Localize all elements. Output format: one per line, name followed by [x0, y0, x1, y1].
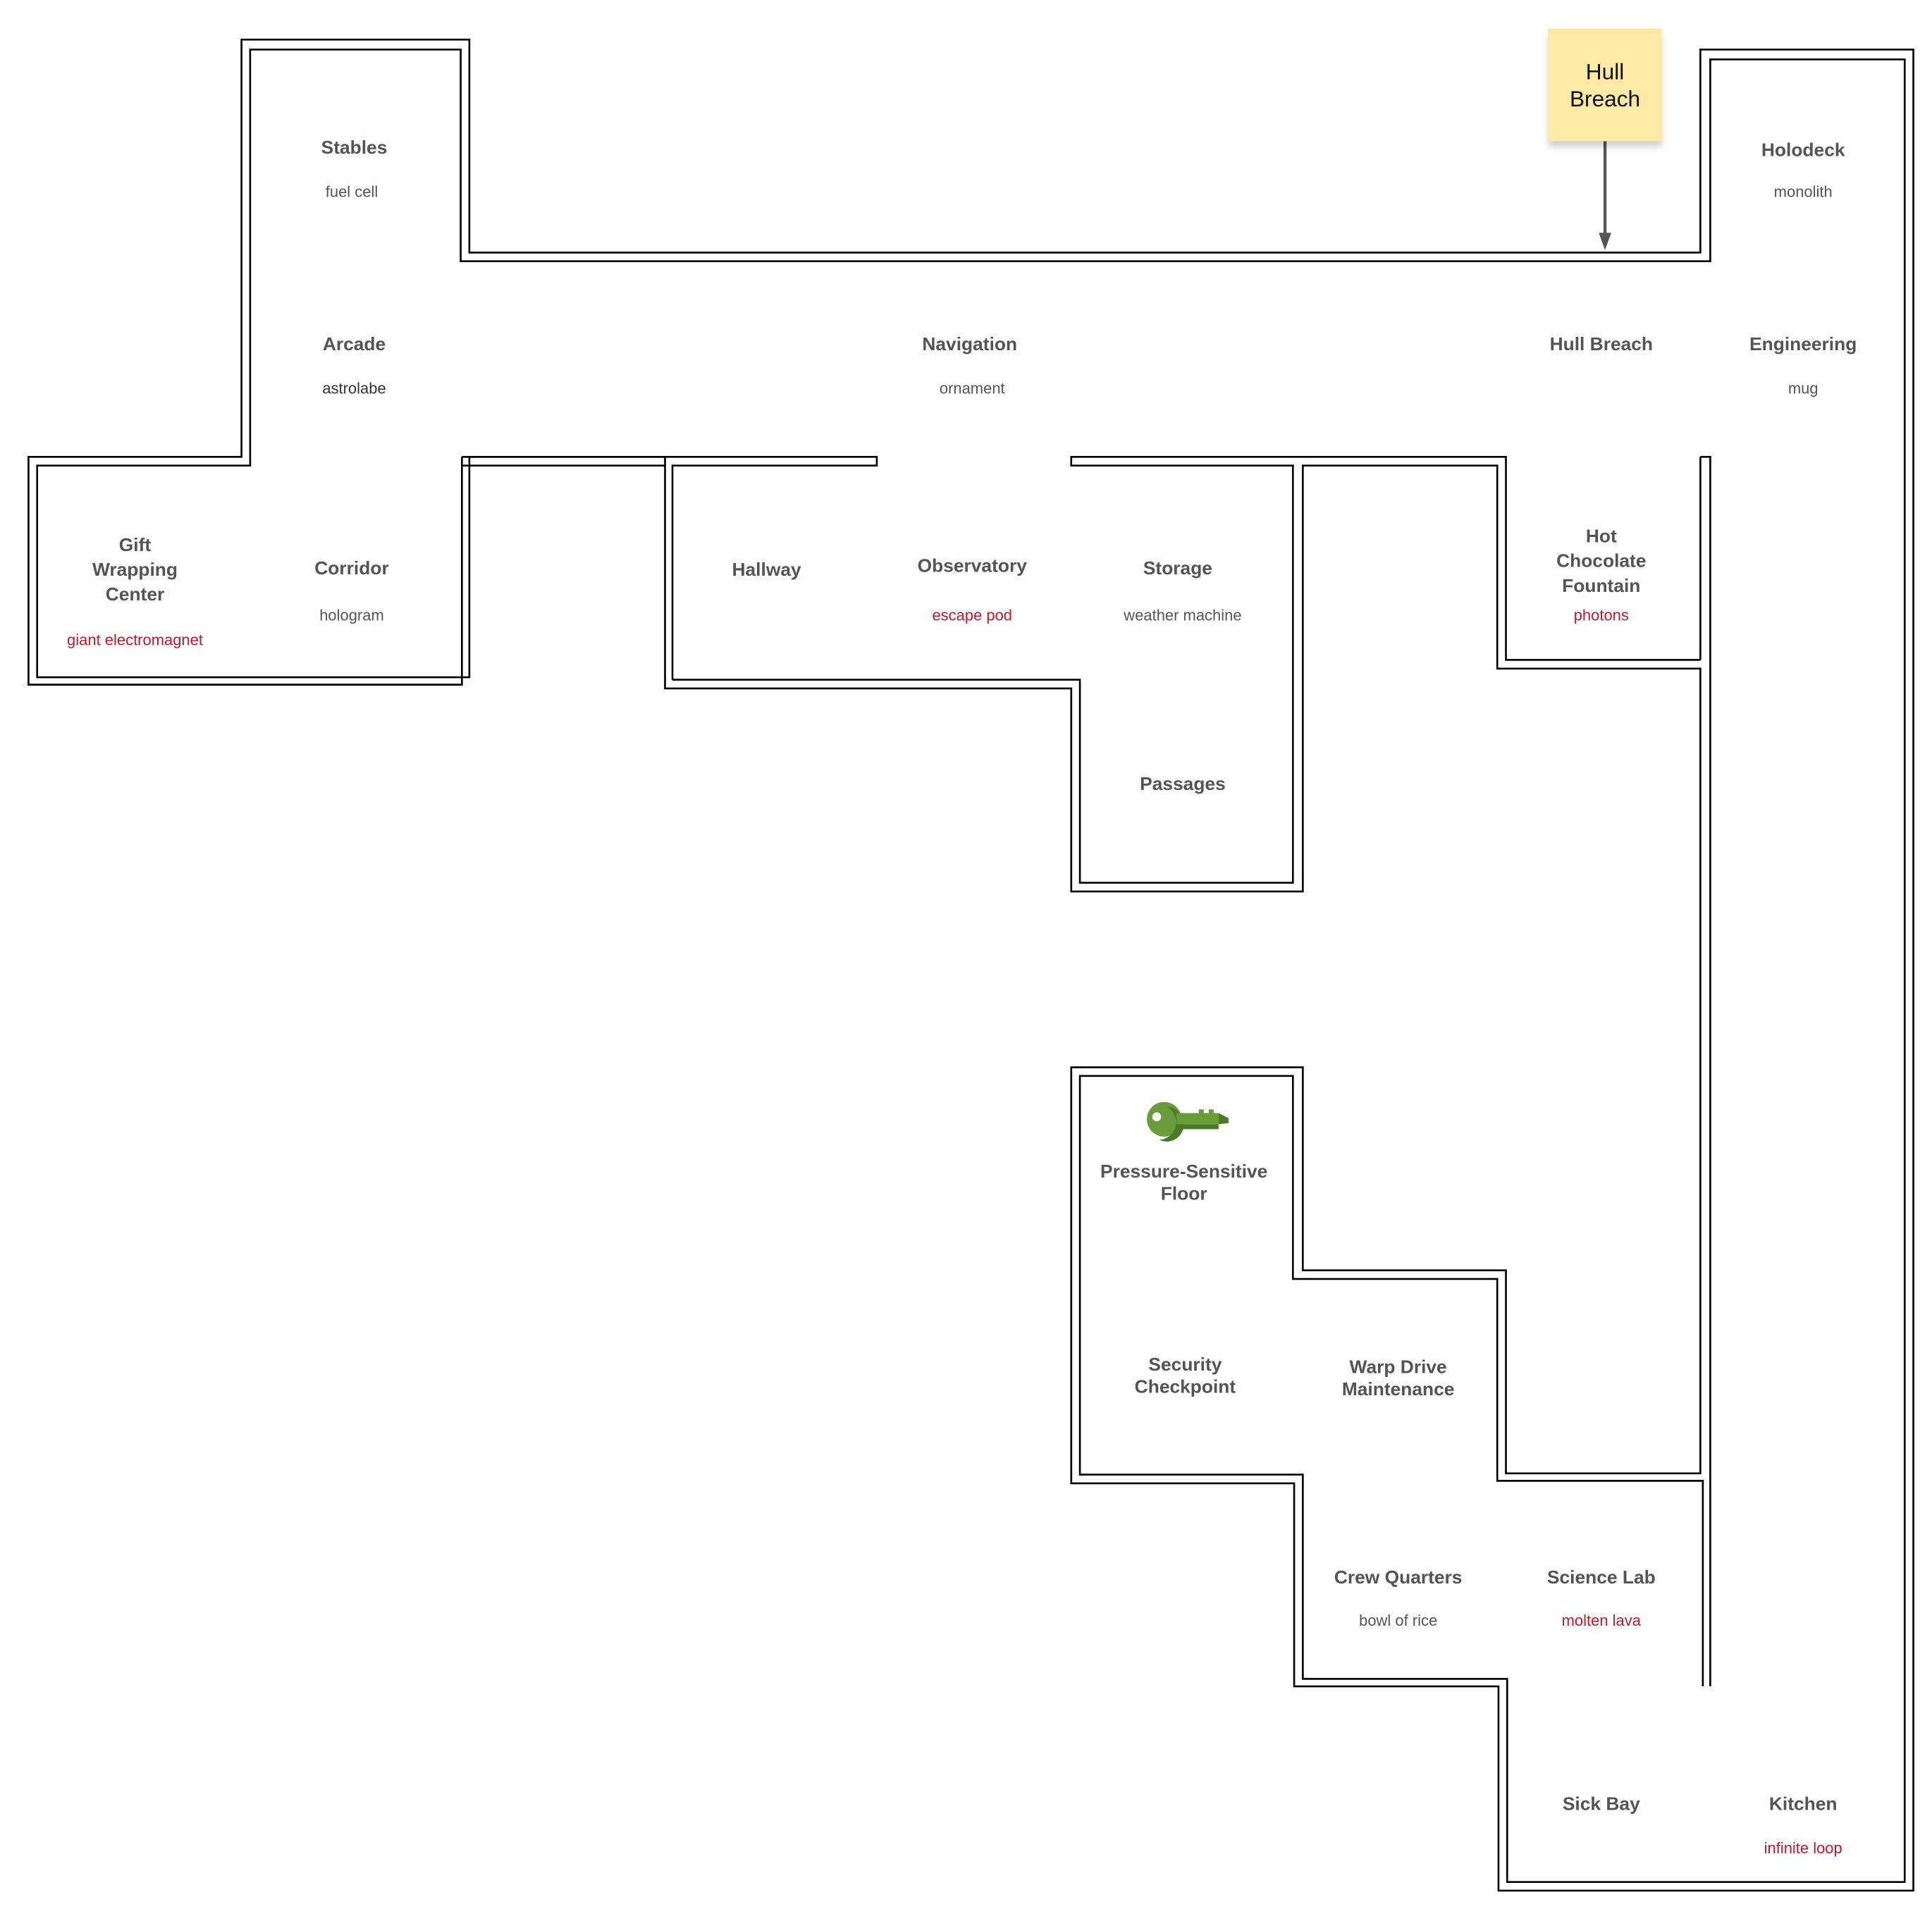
room-stables: Stables: [321, 137, 388, 159]
item-molten-lava: molten lava: [1561, 1612, 1641, 1630]
item-giant-electromagnet: giant electromagnet: [67, 631, 203, 649]
room-navigation: Navigation: [922, 334, 1018, 356]
room-sick-bay: Sick Bay: [1562, 1793, 1640, 1815]
wall-mid-inner: [469, 456, 666, 466]
room-hull-breach: Hull Breach: [1549, 334, 1654, 356]
wall-west-outer: [27, 38, 1914, 1892]
room-gift-wrapping: Gift Wrapping Center: [92, 535, 178, 606]
sticky-note: Hull Breach: [1548, 28, 1662, 142]
item-hologram: hologram: [319, 606, 384, 624]
item-bowl-of-rice: bowl of rice: [1359, 1612, 1438, 1630]
item-monolith: monolith: [1773, 183, 1833, 201]
item-astrolabe: astrolabe: [322, 380, 386, 397]
room-security: Security Checkpoint: [1134, 1354, 1236, 1398]
wall-obs-storage: [672, 456, 1701, 884]
key-icon: [1147, 1101, 1229, 1142]
room-science-lab: Science Lab: [1546, 1567, 1656, 1589]
room-storage: Storage: [1143, 558, 1212, 580]
room-hallway: Hallway: [732, 560, 801, 581]
item-mug: mug: [1788, 380, 1819, 397]
room-engineering: Engineering: [1749, 334, 1857, 356]
room-pressure-floor: Pressure-Sensitive Floor: [1100, 1161, 1268, 1205]
item-escape-pod: escape pod: [932, 606, 1013, 624]
wall-west-inner: [36, 48, 1906, 1883]
room-passages: Passages: [1140, 774, 1226, 795]
room-crew-quarters: Crew Quarters: [1334, 1567, 1463, 1589]
item-infinite-loop: infinite loop: [1764, 1839, 1842, 1858]
wall-hot-choc: [1700, 456, 1711, 660]
room-kitchen: Kitchen: [1768, 1793, 1838, 1815]
room-observatory: Observatory: [917, 555, 1027, 577]
room-warp-drive: Warp Drive Maintenance: [1341, 1357, 1455, 1401]
item-photons: photons: [1573, 606, 1629, 624]
room-corridor: Corridor: [314, 558, 389, 580]
room-hot-chocolate: Hot Chocolate Fountain: [1556, 526, 1647, 597]
room-holodeck: Holodeck: [1761, 140, 1845, 161]
item-weather-machine: weather machine: [1124, 606, 1242, 624]
item-ornament: ornament: [939, 380, 1005, 397]
item-fuel-cell: fuel cell: [325, 183, 379, 201]
wall-upper-hallway: [462, 456, 878, 680]
pointer-arrow: [1599, 141, 1611, 250]
room-arcade: Arcade: [322, 334, 386, 356]
